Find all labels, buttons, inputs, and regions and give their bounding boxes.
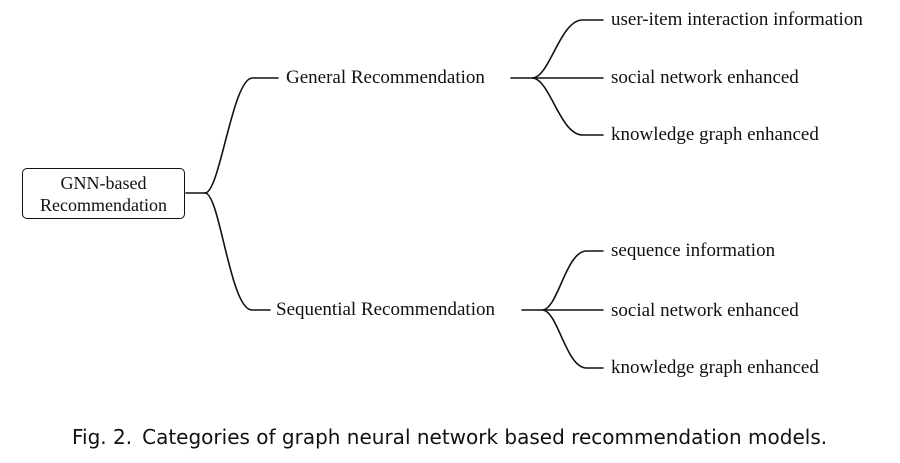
connector-sequential-to-child-3: [542, 309, 604, 369]
leaf-node-sequential-1: sequence information: [611, 240, 776, 261]
leaf-node-sequential-2: social network enhanced: [611, 300, 799, 321]
figure-caption-label: Fig. 2.: [72, 425, 133, 449]
root-node-label-line-2: Recommendation: [40, 195, 167, 215]
branch-node-sequential: Sequential Recommendation: [276, 299, 495, 320]
leaf-node-general-1: user-item interaction information: [611, 9, 863, 30]
branch-node-general: General Recommendation: [286, 67, 485, 88]
root-node: GNN-based Recommendation: [22, 168, 185, 219]
connector-root-to-general: [204, 77, 279, 194]
root-node-label-line-1: GNN-based: [60, 173, 147, 193]
figure-caption: Fig. 2. Categories of graph neural networ…: [72, 424, 827, 450]
connector-sequential-to-child-1: [542, 250, 604, 311]
figure-caption-text: Categories of graph neural network based…: [142, 425, 828, 449]
leaf-node-sequential-3: knowledge graph enhanced: [611, 357, 819, 378]
connector-general-to-child-1: [532, 19, 604, 79]
leaf-node-general-2: social network enhanced: [611, 67, 799, 88]
leaf-node-general-3: knowledge graph enhanced: [611, 124, 819, 145]
connector-root-to-sequential: [204, 192, 271, 311]
connector-general-to-child-3: [532, 77, 604, 136]
